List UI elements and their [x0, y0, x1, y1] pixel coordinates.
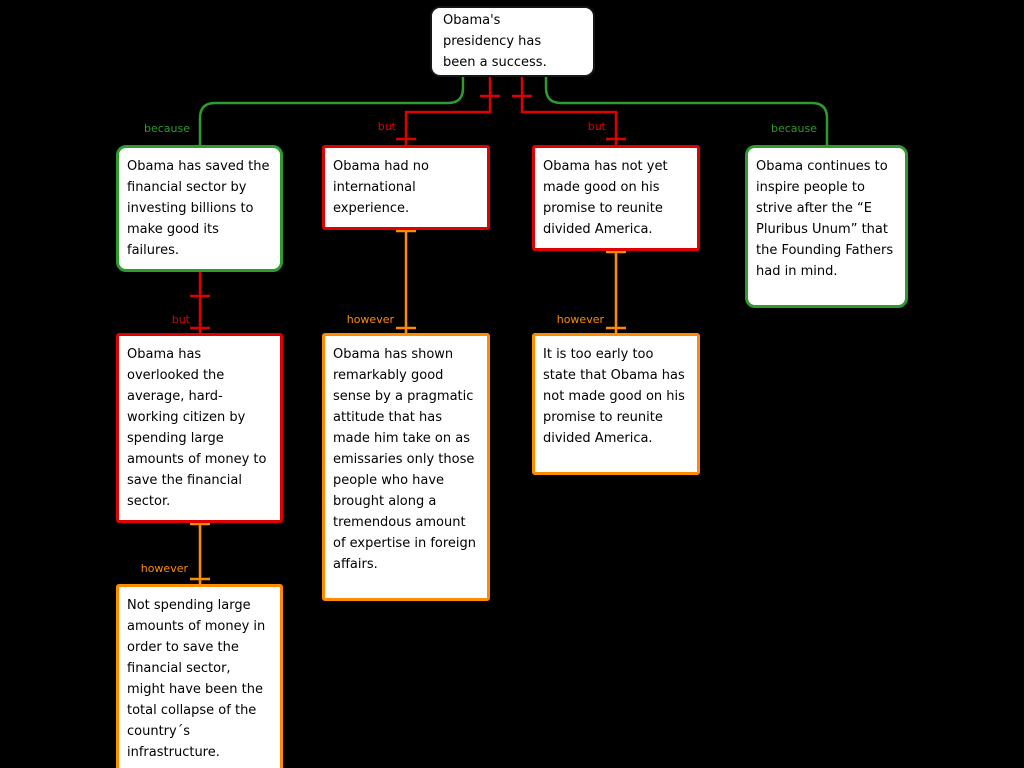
objection-box-experience[interactable]: Obama had no international experience.	[322, 145, 490, 230]
because-connector-right	[544, 70, 829, 145]
rebuttal-box-pragmatic-attitude[interactable]: Obama has shown remarkably good sense by…	[322, 333, 490, 601]
edge-label-because-right: because	[770, 122, 817, 135]
rebuttal-box-too-early[interactable]: It is too early too state that Obama has…	[532, 333, 700, 475]
edge-label-however-3: however	[140, 562, 188, 575]
objection-box-promise[interactable]: Obama has not yet made good on his promi…	[532, 145, 700, 251]
edge-label-but-mid: but	[171, 313, 190, 326]
edge-label-however-2: however	[556, 313, 604, 326]
edge-label-but-top-2: but	[587, 120, 606, 133]
because-connector-left	[198, 70, 465, 145]
objection-text: Obama has not yet made good on his promi…	[543, 159, 668, 237]
objection-box-overlooked-citizen[interactable]: Obama has overlooked the average, hard-w…	[116, 333, 283, 523]
but-connector-2	[520, 70, 618, 145]
rebuttal-text: Not spending large amounts of money in o…	[127, 598, 266, 760]
claim-box[interactable]: Obama's presidency has been a success.	[430, 6, 595, 77]
rebuttal-box-collapse[interactable]: Not spending large amounts of money in o…	[116, 584, 283, 768]
reason-text: Obama continues to inspire people to str…	[756, 159, 894, 279]
but-connector-1	[404, 70, 492, 145]
reason-box-inspire[interactable]: Obama continues to inspire people to str…	[745, 145, 908, 308]
edge-label-but-top-1: but	[377, 120, 396, 133]
rebuttal-text: Obama has shown remarkably good sense by…	[333, 347, 477, 572]
objection-text: Obama has overlooked the average, hard-w…	[127, 347, 267, 509]
rebuttal-text: It is too early too state that Obama has…	[543, 347, 685, 446]
objection-text: Obama had no international experience.	[333, 159, 429, 216]
edge-label-however-1: however	[346, 313, 394, 326]
reason-text: Obama has saved the financial sector by …	[127, 159, 270, 258]
reason-box-financial-sector[interactable]: Obama has saved the financial sector by …	[116, 145, 283, 272]
claim-text: Obama's presidency has been a success.	[443, 13, 547, 70]
edge-label-because-left: because	[143, 122, 190, 135]
